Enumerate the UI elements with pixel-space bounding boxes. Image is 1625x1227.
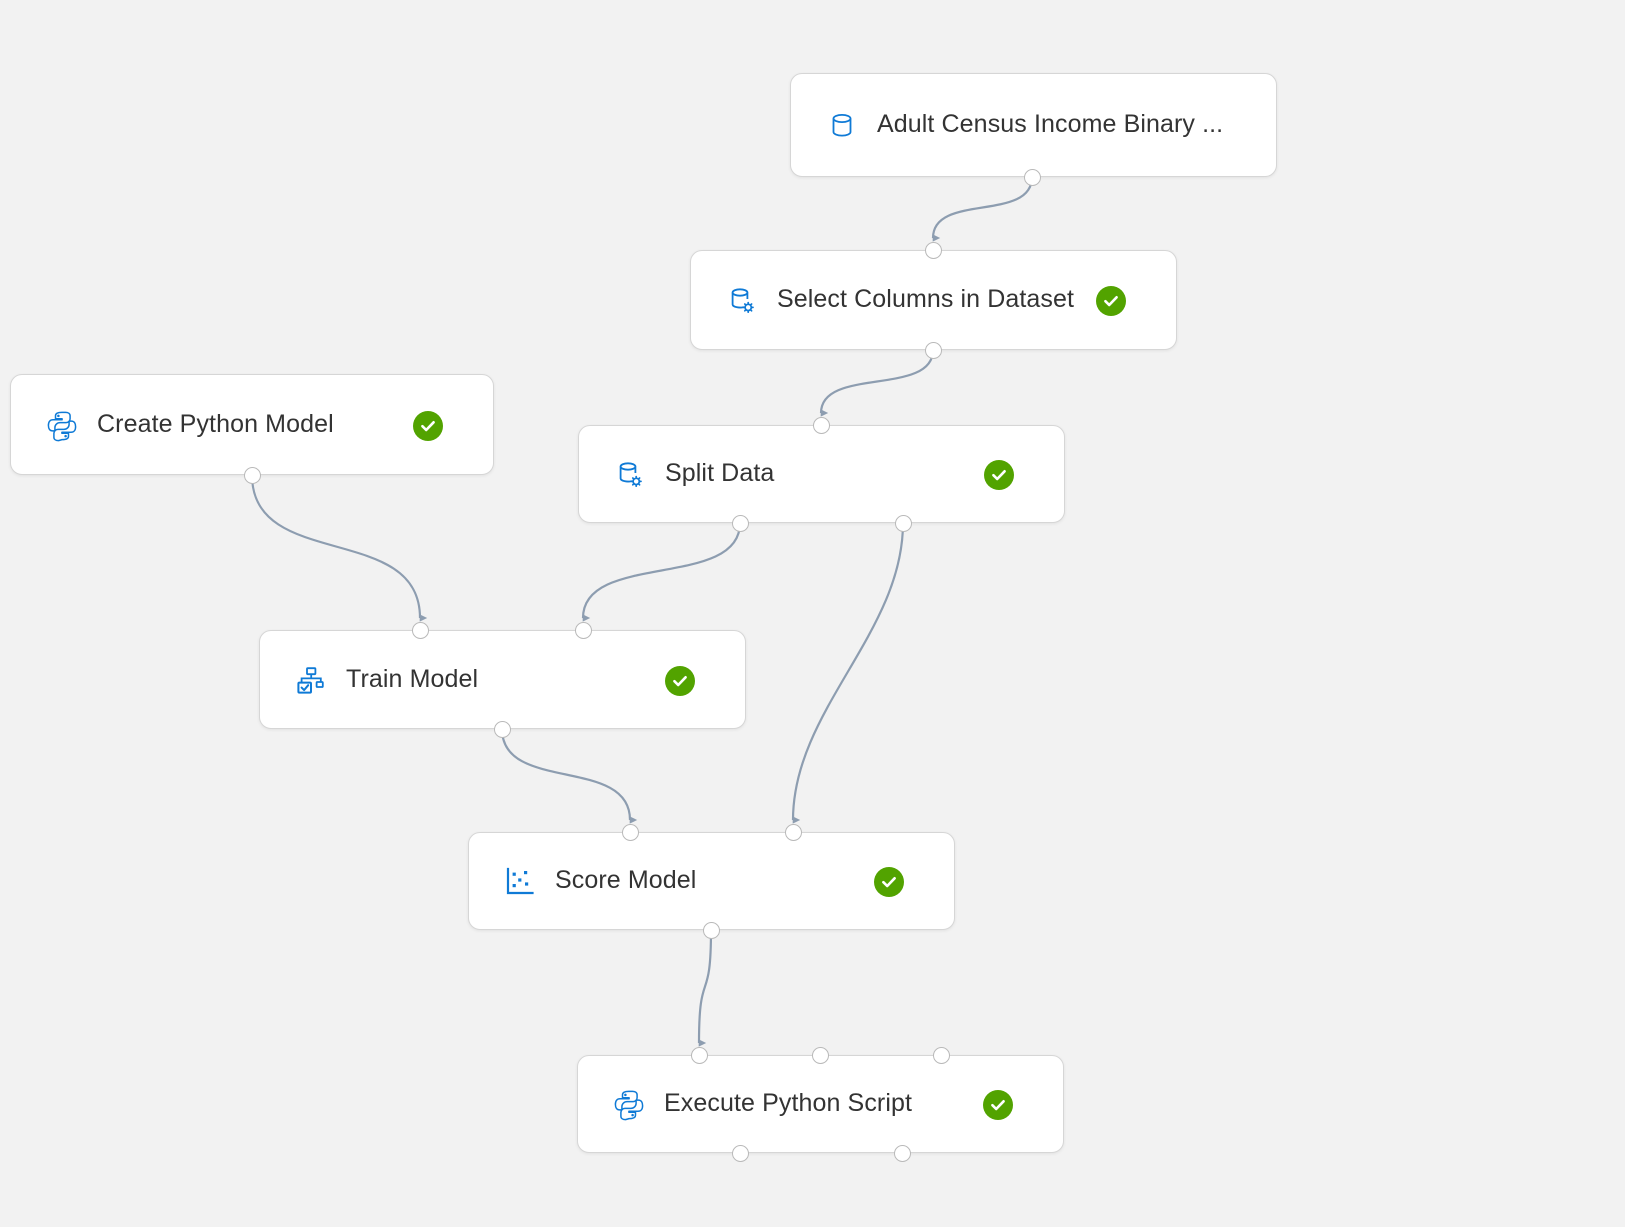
pipeline-node-split-data[interactable]: Split Data xyxy=(578,425,1065,523)
node-label: Execute Python Script xyxy=(664,1089,913,1117)
node-output-port[interactable] xyxy=(893,1144,911,1162)
node-label: Adult Census Income Binary ... xyxy=(877,110,1224,138)
status-badge-succeeded xyxy=(1096,286,1126,316)
node-output-port[interactable] xyxy=(702,921,720,939)
node-label: Create Python Model xyxy=(97,409,334,438)
node-input-port[interactable] xyxy=(812,416,830,434)
node-output-port[interactable] xyxy=(924,341,942,359)
edge-split-data-to-train-model xyxy=(581,522,742,622)
pipeline-node-select-columns-in-dataset[interactable]: Select Columns in Dataset xyxy=(690,250,1177,350)
node-input-port[interactable] xyxy=(811,1046,829,1064)
status-badge-succeeded xyxy=(413,410,443,441)
node-label: Train Model xyxy=(346,664,479,693)
dataset-settings-icon xyxy=(613,458,647,492)
node-input-port[interactable] xyxy=(411,621,429,639)
node-label: Score Model xyxy=(555,866,697,894)
python-icon xyxy=(45,409,79,443)
edge-select-columns-to-split-data xyxy=(819,349,935,417)
node-label: Split Data xyxy=(665,459,775,487)
node-input-port[interactable] xyxy=(924,241,942,259)
node-input-port[interactable] xyxy=(784,823,802,841)
node-output-port[interactable] xyxy=(731,514,749,532)
status-badge-succeeded xyxy=(665,665,695,696)
status-badge-succeeded xyxy=(983,1090,1013,1120)
dataset-cylinder-icon xyxy=(825,109,859,143)
node-input-port[interactable] xyxy=(932,1046,950,1064)
node-output-port[interactable] xyxy=(1023,168,1041,186)
pipeline-node-create-python-model[interactable]: Create Python Model xyxy=(10,374,494,475)
edge-score-model-to-execute-python-script xyxy=(697,929,713,1047)
edge-split-data-to-score-model xyxy=(791,522,905,824)
node-input-port[interactable] xyxy=(574,621,592,639)
pipeline-node-adult-census-income-binary[interactable]: Adult Census Income Binary ... xyxy=(790,73,1277,177)
edge-train-model-to-score-model xyxy=(500,728,638,824)
node-output-port[interactable] xyxy=(493,720,511,738)
edge-create-python-model-to-train-model xyxy=(250,474,428,622)
python-icon xyxy=(612,1088,646,1122)
dataset-settings-icon xyxy=(725,284,759,318)
train-model-icon xyxy=(294,664,328,698)
pipeline-node-score-model[interactable]: Score Model xyxy=(468,832,955,930)
node-output-port[interactable] xyxy=(731,1144,749,1162)
node-output-port[interactable] xyxy=(894,514,912,532)
status-badge-succeeded xyxy=(874,867,904,897)
scatter-plot-icon xyxy=(503,865,537,899)
node-label: Select Columns in Dataset xyxy=(777,285,1075,313)
node-output-port[interactable] xyxy=(243,466,261,484)
pipeline-node-train-model[interactable]: Train Model xyxy=(259,630,746,729)
edge-dataset-to-select-columns xyxy=(931,176,1034,242)
node-input-port[interactable] xyxy=(621,823,639,841)
pipeline-node-execute-python-script[interactable]: Execute Python Script xyxy=(577,1055,1064,1153)
status-badge-succeeded xyxy=(984,460,1014,490)
node-input-port[interactable] xyxy=(690,1046,708,1064)
